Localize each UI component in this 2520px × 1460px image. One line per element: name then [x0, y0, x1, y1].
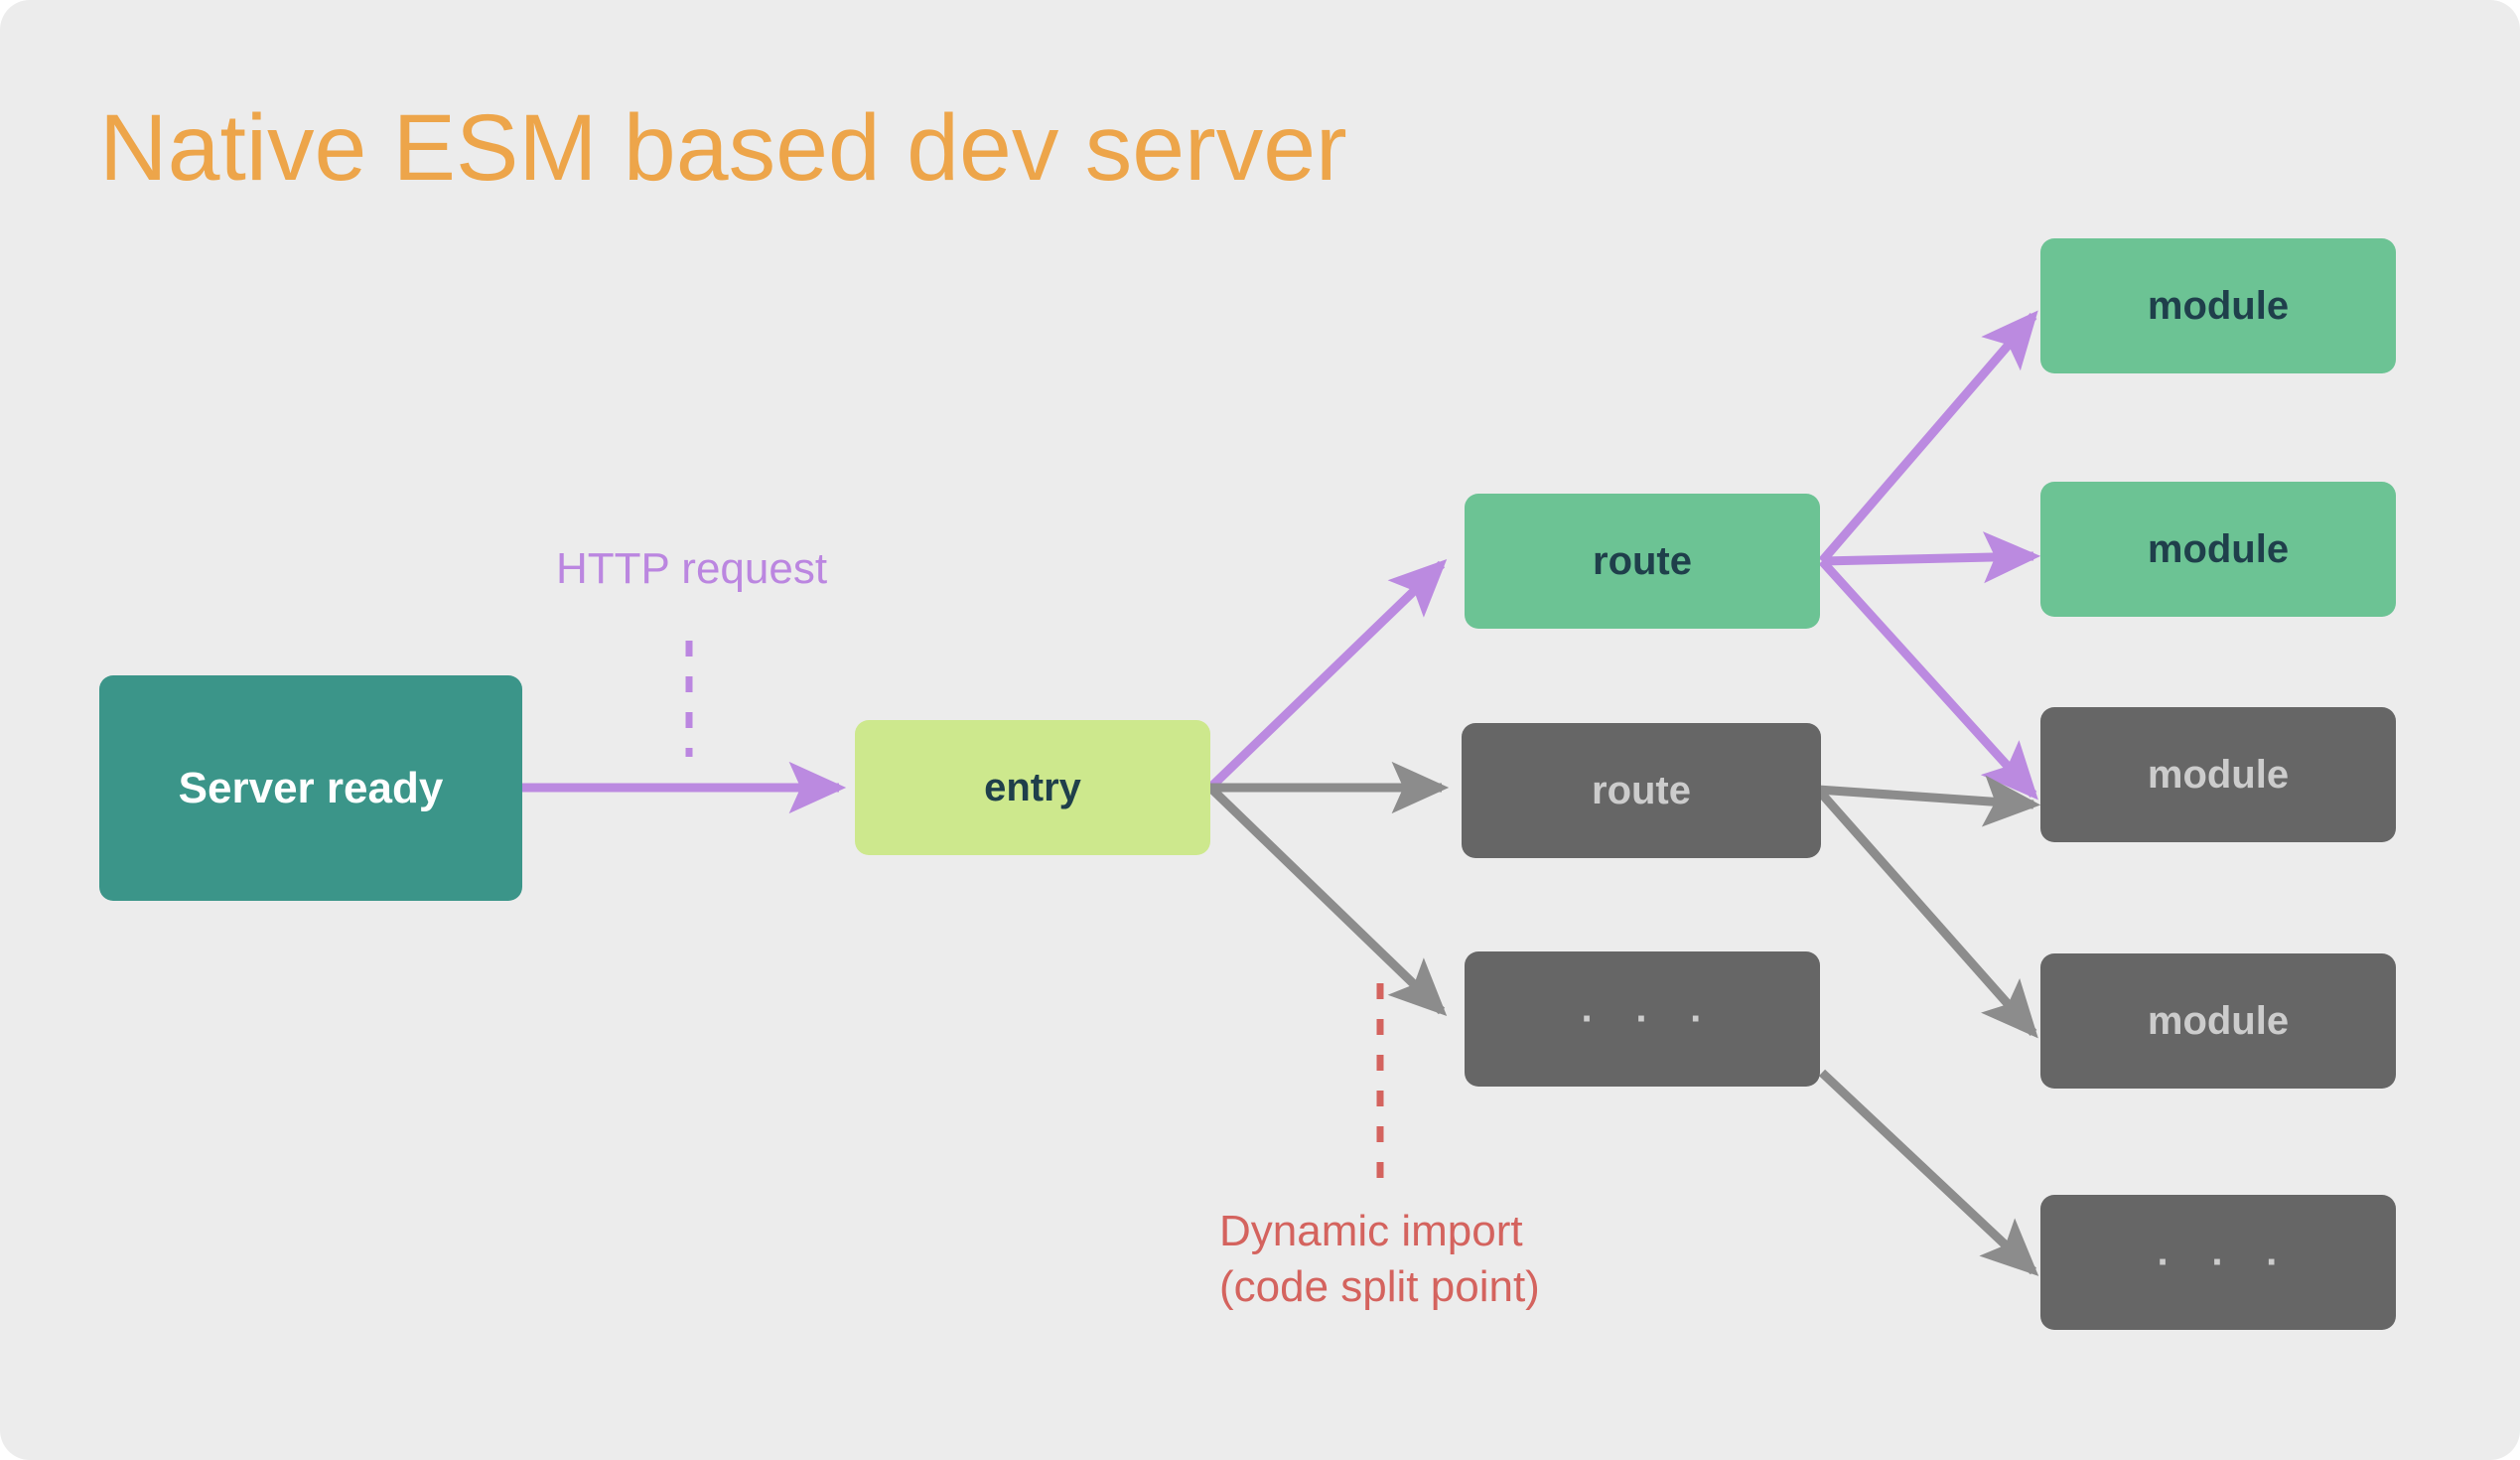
edge-route-green-to-module-g1 [1818, 310, 2038, 564]
edge-ellipsis-mid-to-ellipsis-end [1818, 1069, 2039, 1276]
node-route-green[interactable]: route [1465, 494, 1820, 629]
node-module-g1[interactable]: module [2040, 238, 2396, 373]
node-module-d1-label: module [2147, 752, 2290, 797]
node-route-gray-label: route [1592, 768, 1691, 812]
node-ellipsis-mid[interactable]: · · · [1465, 951, 1820, 1087]
node-module-d2-label: module [2147, 998, 2290, 1043]
node-module-g2-label: module [2147, 526, 2290, 571]
dynamic-import-label: Dynamic import (code split point) [1219, 1207, 1540, 1312]
node-server-ready[interactable]: Server ready [99, 675, 522, 901]
node-entry-label: entry [984, 765, 1081, 809]
node-module-d1[interactable]: module [2040, 707, 2396, 842]
edge-entry-to-route-green [1206, 558, 1448, 792]
node-module-g2[interactable]: module [2040, 482, 2396, 617]
http-request-label: HTTP request [556, 544, 828, 593]
page-title: Native ESM based dev server [99, 95, 1347, 201]
edge-route-green-to-module-d1 [1818, 557, 2038, 801]
node-server-ready-label: Server ready [178, 763, 444, 812]
node-route-green-label: route [1593, 538, 1692, 583]
edge-route-green-to-module-g2 [1821, 531, 2041, 584]
edge-route-gray-to-module-d1 [1817, 775, 2041, 827]
node-ellipsis-end-label: · · · [2157, 1240, 2295, 1284]
edge-entry-to-ellipsis-mid [1206, 784, 1448, 1017]
node-module-d2[interactable]: module [2040, 953, 2396, 1089]
node-module-g1-label: module [2147, 283, 2290, 328]
node-ellipsis-end[interactable]: · · · [2040, 1195, 2396, 1330]
node-ellipsis-mid-label: · · · [1581, 996, 1719, 1041]
edge-route-gray-to-module-d2 [1814, 787, 2038, 1039]
node-entry[interactable]: entry [855, 720, 1210, 855]
node-route-gray[interactable]: route [1462, 723, 1821, 858]
